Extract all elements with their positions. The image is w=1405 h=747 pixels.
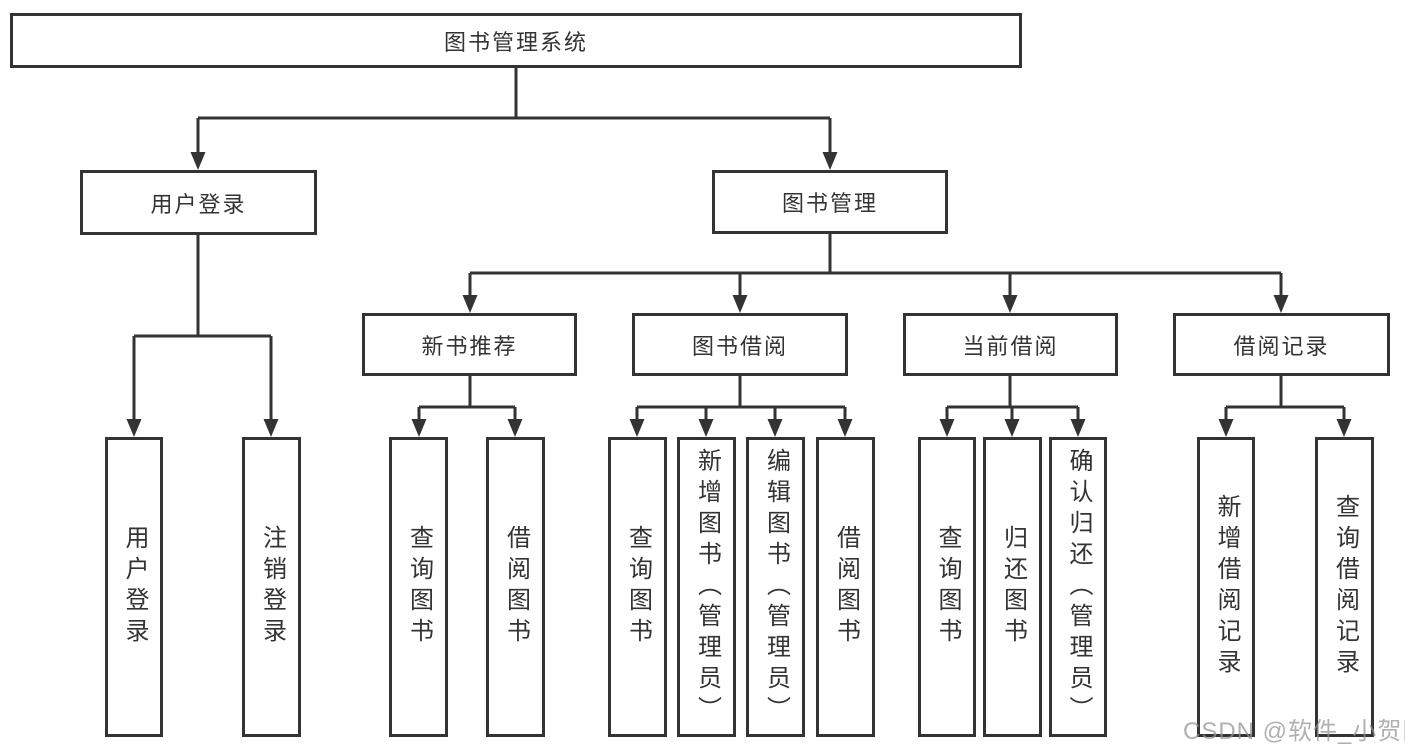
node-library-system: 图书管理系统 xyxy=(10,13,1022,68)
arrow-down-icon xyxy=(732,295,748,313)
arrow-down-icon xyxy=(1218,419,1234,437)
node-book-management: 图书管理 xyxy=(712,170,948,234)
arrow-down-icon xyxy=(822,152,838,170)
arrowhead-icons xyxy=(126,152,1352,437)
arrow-down-icon xyxy=(507,419,523,437)
arrow-down-icon xyxy=(629,419,645,437)
node-leaf-add-borrow-record: 新增借阅记录 xyxy=(1197,437,1255,737)
node-leaf-add-books-admin: 新增图书（管理员） xyxy=(677,437,736,737)
arrow-down-icon xyxy=(1070,419,1086,437)
node-leaf-query-books-3: 查询图书 xyxy=(918,437,976,737)
node-leaf-logout: 注销登录 xyxy=(242,437,301,737)
node-new-book-recommendation: 新书推荐 xyxy=(362,313,577,376)
arrow-down-icon xyxy=(1336,419,1352,437)
node-borrowing-records: 借阅记录 xyxy=(1173,313,1390,376)
arrow-down-icon xyxy=(462,295,478,313)
node-leaf-edit-books-admin: 编辑图书（管理员） xyxy=(746,437,805,737)
node-leaf-borrow-books-1: 借阅图书 xyxy=(486,437,545,737)
arrow-down-icon xyxy=(767,419,783,437)
arrow-down-icon xyxy=(1004,419,1020,437)
arrow-down-icon xyxy=(1273,295,1289,313)
node-leaf-return-books: 归还图书 xyxy=(983,437,1042,737)
node-leaf-query-books-2: 查询图书 xyxy=(608,437,667,737)
node-leaf-confirm-return-admin: 确认归还（管理员） xyxy=(1049,437,1107,737)
arrow-down-icon xyxy=(1002,295,1018,313)
node-current-borrowing: 当前借阅 xyxy=(903,313,1118,376)
arrow-down-icon xyxy=(837,419,853,437)
arrow-down-icon xyxy=(411,419,427,437)
node-user-login: 用户登录 xyxy=(80,170,317,235)
connector-lines xyxy=(132,68,1346,421)
arrow-down-icon xyxy=(698,419,714,437)
node-leaf-borrow-books-2: 借阅图书 xyxy=(816,437,875,737)
arrow-down-icon xyxy=(190,152,206,170)
node-leaf-user-login: 用户登录 xyxy=(105,437,163,737)
csdn-watermark: CSDN @软件_小贺同学 xyxy=(1183,718,1405,745)
node-leaf-query-books-1: 查询图书 xyxy=(389,437,448,737)
arrow-down-icon xyxy=(939,419,955,437)
arrow-down-icon xyxy=(126,419,142,437)
arrow-down-icon xyxy=(263,419,279,437)
node-book-borrowing: 图书借阅 xyxy=(632,313,848,376)
node-leaf-query-borrow-record: 查询借阅记录 xyxy=(1315,437,1374,737)
